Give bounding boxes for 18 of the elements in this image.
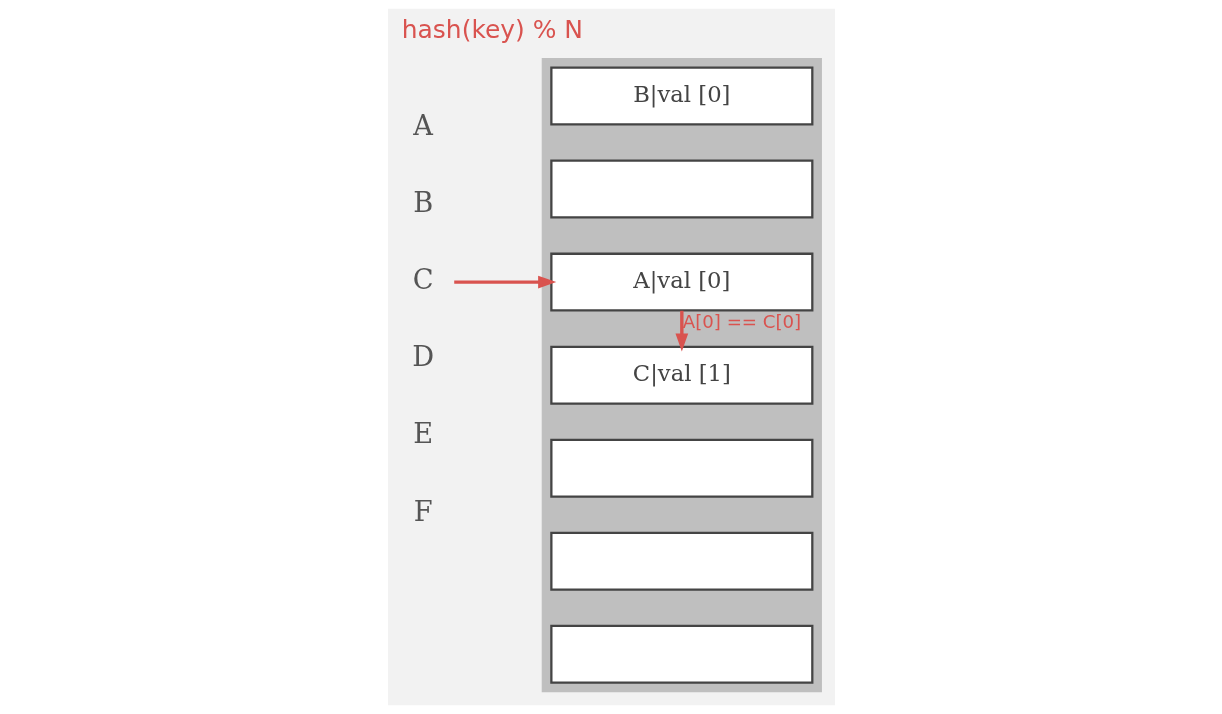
label: A [412, 109, 433, 141]
diagram-title: hash(key) % N [401, 14, 583, 44]
node-box [549, 624, 813, 684]
label: B [412, 187, 433, 219]
node-box [549, 438, 813, 498]
edge-label: A[0] == C[0] [682, 310, 801, 332]
node-box [549, 159, 813, 219]
label: E [412, 418, 433, 450]
arrow [674, 310, 688, 352]
node-box [549, 531, 813, 591]
arrow [453, 275, 556, 289]
cluster [541, 58, 822, 693]
label: F [413, 495, 433, 527]
node-box: C|val [1] [549, 345, 813, 405]
node-box: B|val [0] [549, 66, 813, 126]
label: D [411, 341, 434, 373]
node-box: A|val [0] [549, 252, 813, 312]
node-text: C [412, 264, 434, 296]
